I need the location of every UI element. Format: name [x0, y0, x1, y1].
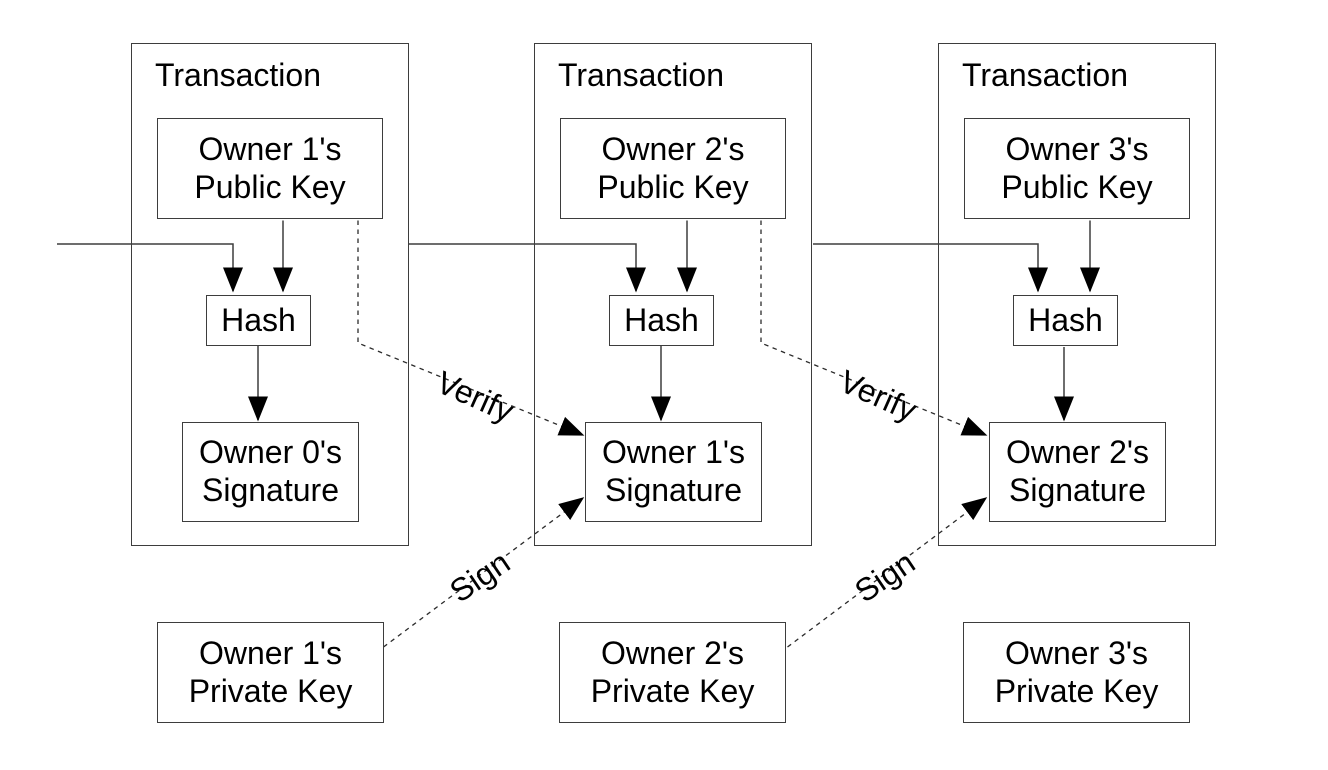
public-key-owner2-line1: Owner 2's	[601, 130, 745, 167]
private-key-owner1-line2: Private Key	[188, 672, 353, 709]
hash-box-1: Hash	[206, 295, 311, 346]
transaction-title-1: Transaction	[155, 57, 321, 93]
private-key-owner2-line1: Owner 2's	[600, 634, 745, 671]
signature-box-owner0: Owner 0's Signature	[182, 422, 359, 522]
hash-box-2: Hash	[609, 295, 714, 346]
signature-box-owner2: Owner 2's Signature	[989, 422, 1166, 522]
transaction-box-2: Transaction Owner 2's Public Key Hash Ow…	[534, 43, 812, 546]
private-key-owner3-line2: Private Key	[994, 672, 1159, 709]
private-key-owner3-line1: Owner 3's	[1004, 634, 1149, 671]
signature-owner1-line2: Signature	[605, 472, 742, 508]
signature-owner1-line1: Owner 1's	[601, 434, 746, 471]
sign-label-1: Sign	[443, 543, 517, 610]
private-key-owner2-line2: Private Key	[590, 672, 755, 709]
hash-label-1: Hash	[221, 301, 296, 338]
hash-box-3: Hash	[1013, 295, 1118, 346]
public-key-owner2-line2: Public Key	[597, 168, 749, 205]
private-key-box-owner1: Owner 1's Private Key	[157, 622, 384, 723]
transaction-title-3: Transaction	[962, 57, 1128, 93]
signature-owner0-line1: Owner 0's	[198, 434, 343, 471]
public-key-box-owner2: Owner 2's Public Key	[560, 118, 786, 219]
transaction-box-3: Transaction Owner 3's Public Key Hash Ow…	[938, 43, 1216, 546]
hash-label-2: Hash	[624, 301, 699, 338]
private-key-box-owner3: Owner 3's Private Key	[963, 622, 1190, 723]
signature-owner2-line1: Owner 2's	[1005, 434, 1150, 471]
private-key-box-owner2: Owner 2's Private Key	[559, 622, 786, 723]
public-key-box-owner1: Owner 1's Public Key	[157, 118, 383, 219]
signature-owner2-line2: Signature	[1009, 472, 1146, 508]
public-key-box-owner3: Owner 3's Public Key	[964, 118, 1190, 219]
hash-label-3: Hash	[1028, 301, 1103, 338]
transaction-title-2: Transaction	[558, 57, 724, 93]
signature-box-owner1: Owner 1's Signature	[585, 422, 762, 522]
public-key-owner3-line1: Owner 3's	[1005, 130, 1149, 167]
transaction-box-1: Transaction Owner 1's Public Key Hash Ow…	[131, 43, 409, 546]
private-key-owner1-line1: Owner 1's	[198, 634, 343, 671]
signature-owner0-line2: Signature	[202, 472, 339, 508]
verify-label-1: Verify	[431, 363, 520, 430]
public-key-owner3-line2: Public Key	[1001, 168, 1153, 205]
verify-label-2: Verify	[834, 362, 923, 429]
public-key-owner1-line1: Owner 1's	[198, 130, 342, 167]
public-key-owner1-line2: Public Key	[194, 168, 346, 205]
sign-label-2: Sign	[848, 543, 922, 610]
